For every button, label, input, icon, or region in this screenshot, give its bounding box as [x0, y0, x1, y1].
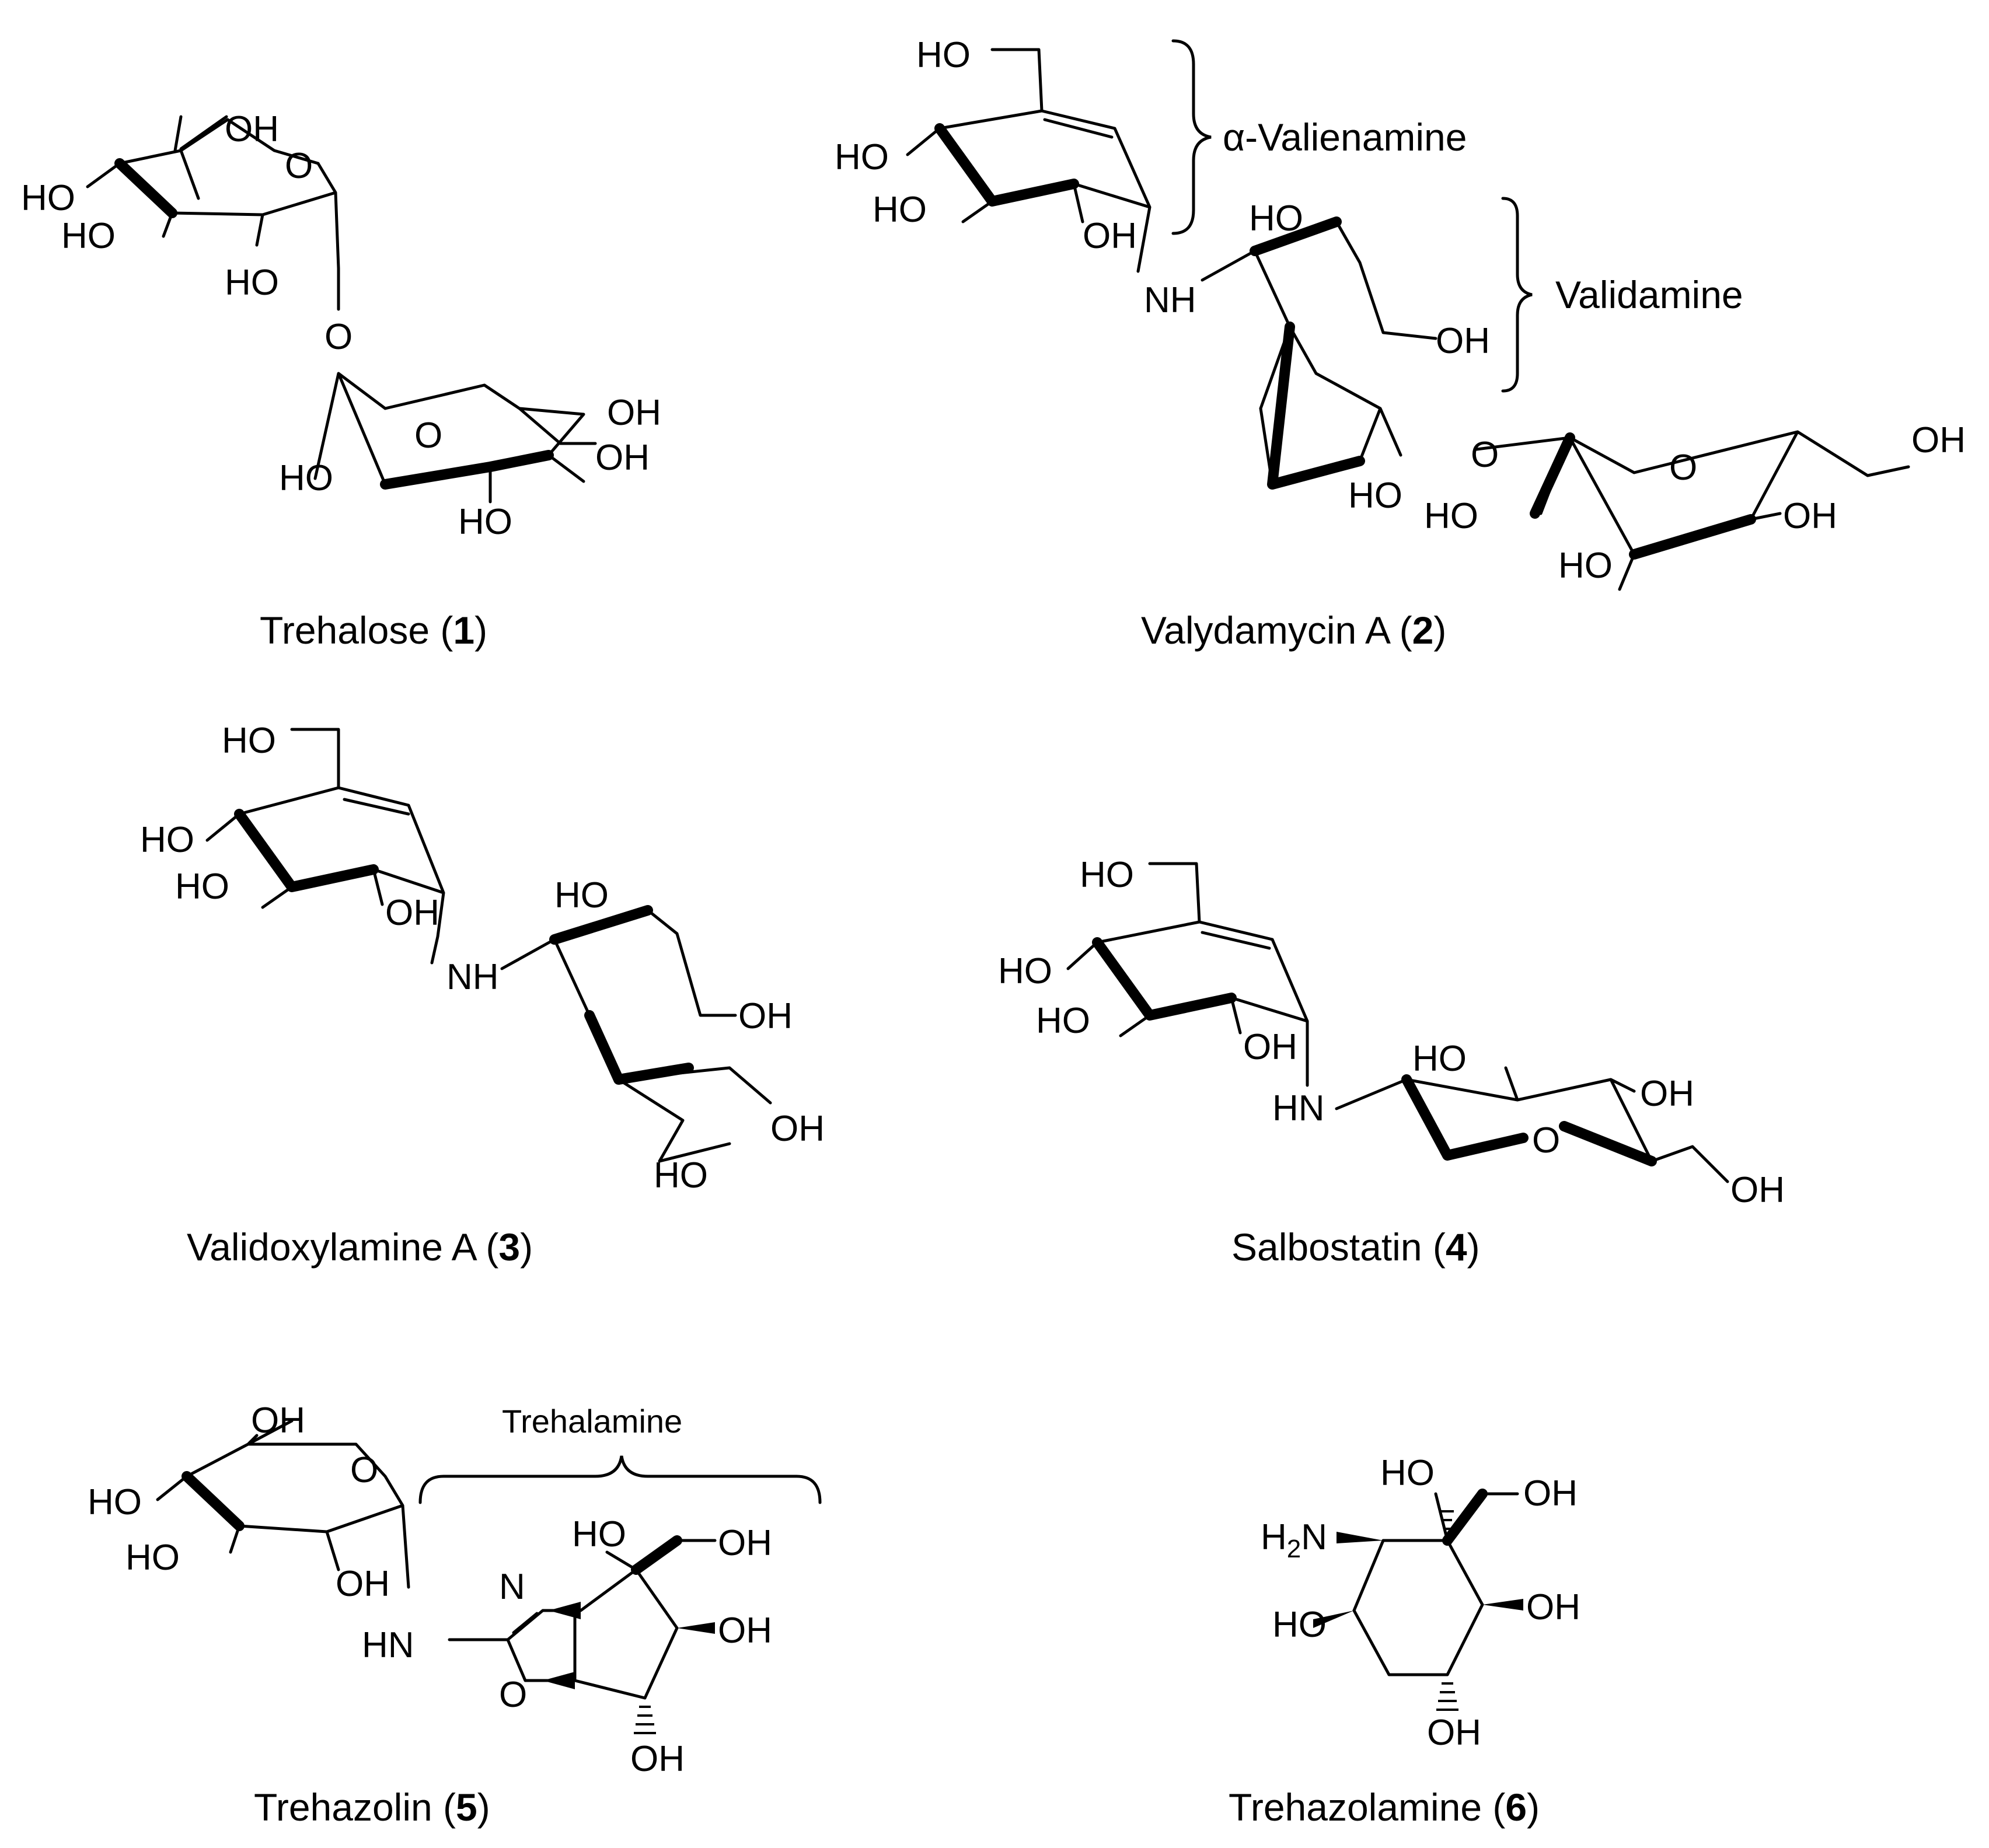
ho-label: HO	[835, 137, 889, 177]
oh-label: OH	[1911, 420, 1966, 460]
oh-label: OH	[770, 1109, 825, 1149]
ho-label: HO	[61, 216, 116, 256]
oh-label: OH	[1427, 1713, 1481, 1753]
imine-nitrogen-label: N	[499, 1567, 525, 1607]
glycosidic-oxygen-label: O	[1471, 435, 1499, 475]
caption-valydamycin-a: Valydamycin A (2)	[1141, 609, 1446, 652]
oh-label: OH	[1436, 321, 1490, 361]
ho-label: HO	[88, 1482, 142, 1522]
ho-label: HO	[21, 178, 75, 218]
amine-label: H2N	[1261, 1517, 1327, 1563]
ho-label: HO	[1249, 198, 1303, 239]
nh-label: NH	[446, 957, 499, 997]
hn-label: HN	[362, 1625, 414, 1665]
valienamine-group-label: α-Valienamine	[1223, 116, 1467, 159]
ho-label: HO	[175, 867, 229, 907]
oh-label: OH	[251, 1400, 305, 1441]
ho-label: HO	[1080, 855, 1134, 895]
ho-label: HO	[279, 458, 333, 498]
ho-label: HO	[654, 1155, 708, 1196]
oh-label: OH	[385, 893, 439, 933]
ho-label: HO	[572, 1514, 626, 1554]
structure-valydamycin-a: HO HO HO OH NH HO OH O HO O OH HO OH HO	[835, 35, 1966, 591]
oh-label: OH	[225, 109, 279, 149]
caption-validoxylamine-a: Validoxylamine A (3)	[187, 1225, 533, 1269]
ho-label: HO	[1380, 1453, 1435, 1493]
oh-label: OH	[1523, 1473, 1578, 1514]
oh-label: OH	[1730, 1170, 1785, 1210]
ho-label: HO	[1412, 1039, 1467, 1079]
oh-label: OH	[336, 1564, 390, 1604]
ho-label: HO	[1348, 476, 1402, 516]
ho-label: HO	[873, 190, 927, 230]
ho-label: HO	[222, 721, 276, 761]
validamine-group-label: Validamine	[1555, 273, 1743, 316]
oh-label: OH	[718, 1523, 772, 1563]
oh-label: OH	[1783, 496, 1837, 536]
hn-label: HN	[1272, 1088, 1325, 1129]
oh-label: OH	[595, 438, 650, 478]
oh-label: OH	[1243, 1027, 1297, 1067]
ho-label: HO	[998, 951, 1052, 991]
valienamine-brace	[1171, 39, 1212, 235]
ring-oxygen-label: O	[414, 415, 442, 456]
trehalamine-group-label: Trehalamine	[502, 1403, 682, 1440]
structure-validoxylamine-a: HO HO HO OH NH HO OH OH HO	[140, 721, 825, 1196]
structure-salbostatin: HO HO HO OH HN HO O OH OH	[998, 855, 1785, 1210]
oh-label: OH	[1083, 216, 1137, 256]
ho-label: HO	[1036, 1001, 1090, 1041]
ring-oxygen-label: O	[1532, 1120, 1560, 1161]
oh-label: OH	[630, 1739, 685, 1779]
ho-label: HO	[125, 1538, 180, 1578]
oxazoline-oxygen-label: O	[499, 1675, 527, 1715]
oh-label: OH	[1640, 1074, 1694, 1114]
ho-label: HO	[1424, 496, 1478, 536]
structure-trehazolin: OH HO HO OH O HN N O HO OH OH OH	[88, 1400, 822, 1779]
nh-label: NH	[1144, 280, 1196, 320]
trehalamine-brace	[418, 1455, 822, 1504]
glycosidic-oxygen-label: O	[324, 317, 353, 357]
structure-trehalose: OH HO HO HO O O O OH OH HO HO	[21, 109, 661, 542]
ho-label: HO	[1558, 546, 1613, 586]
caption-trehazolamine: Trehazolamine (6)	[1229, 1786, 1540, 1829]
ho-label: HO	[458, 502, 512, 542]
ring-oxygen-label: O	[1669, 448, 1697, 488]
ring-oxygen-label: O	[285, 146, 313, 186]
oh-label: OH	[738, 996, 793, 1036]
ho-label: HO	[225, 263, 279, 303]
ho-label: HO	[554, 875, 609, 916]
ho-label: HO	[140, 820, 194, 860]
ho-label: HO	[916, 35, 971, 75]
oh-label: OH	[718, 1611, 772, 1651]
caption-trehalose: Trehalose (1)	[260, 609, 487, 652]
ho-label: HO	[1272, 1605, 1327, 1645]
structure-trehazolamine: HO OH H2N OH HO OH	[1261, 1453, 1580, 1753]
caption-trehazolin: Trehazolin (5)	[254, 1786, 490, 1829]
caption-salbostatin: Salbostatin (4)	[1231, 1225, 1480, 1269]
ring-oxygen-label: O	[350, 1450, 378, 1490]
oh-label: OH	[1526, 1587, 1580, 1627]
validamine-brace	[1501, 197, 1533, 393]
oh-label: OH	[607, 393, 661, 433]
